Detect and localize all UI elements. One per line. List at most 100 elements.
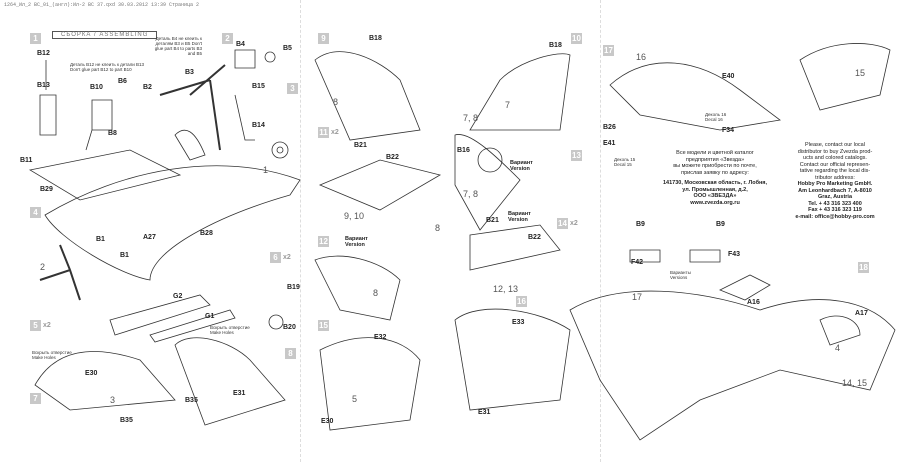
part-label: B1 bbox=[96, 236, 105, 243]
part-label: E30 bbox=[85, 370, 98, 377]
part-label: B26 bbox=[603, 124, 616, 131]
step-15: 15 bbox=[318, 320, 329, 331]
assembly-number: 14, 15 bbox=[842, 378, 868, 388]
step-16: 16 bbox=[516, 296, 527, 307]
assembly-number: 7 bbox=[505, 100, 511, 110]
part-label: B11 bbox=[20, 157, 33, 164]
part-label: B3 bbox=[185, 69, 194, 76]
part-label: B13 bbox=[37, 82, 50, 89]
part-label: B15 bbox=[252, 83, 265, 90]
step-4: 4 bbox=[30, 207, 41, 218]
note-holes: Вскрыть отверстие Make Holes bbox=[32, 350, 72, 360]
assembly-number: 17 bbox=[632, 292, 643, 302]
fold-line bbox=[600, 0, 601, 462]
wing-step16 bbox=[454, 308, 571, 411]
info-line: вы можете приобрести по почте, bbox=[673, 163, 757, 169]
flap-g2 bbox=[109, 294, 211, 336]
address-line: ул. Промышленная, д.2, bbox=[682, 186, 748, 193]
step-3: 3 bbox=[287, 83, 298, 94]
step-9: 9 bbox=[318, 33, 329, 44]
address-line: Am Leonhardbach 7, A-8010 bbox=[798, 187, 872, 194]
assembly-number: 9, 10 bbox=[344, 211, 365, 221]
file-header: 1264_Ил_2 ВС_01_(англ):Ил-2 ВС 37.qxd 30… bbox=[4, 2, 200, 8]
part-label: B18 bbox=[369, 35, 382, 42]
part-label: B18 bbox=[549, 42, 562, 49]
assembly-number: 16 bbox=[636, 52, 647, 62]
wheel bbox=[271, 141, 289, 159]
part-label: E41 bbox=[603, 140, 616, 147]
step-10: 10 bbox=[571, 33, 582, 44]
part-label: B10 bbox=[90, 84, 103, 91]
step-17: 17 bbox=[603, 45, 614, 56]
part-label: B20 bbox=[283, 324, 296, 331]
assembly-number: 8 bbox=[435, 223, 441, 233]
wing-step12 bbox=[314, 255, 401, 321]
info-line: ucts and colored catalogs. bbox=[803, 155, 867, 161]
address-line: ООО «ЗВЕЗДА» bbox=[693, 193, 737, 199]
assembly-number: 8 bbox=[373, 288, 379, 298]
part-label: E30 bbox=[321, 418, 334, 425]
part-label: F34 bbox=[722, 127, 735, 134]
step-6-mult: x2 bbox=[283, 254, 291, 261]
step-12: 12 bbox=[318, 236, 329, 247]
info-line: предприятия «Звезда» bbox=[685, 156, 745, 163]
step-14-mult: x2 bbox=[570, 220, 578, 227]
assembly-number: 7, 8 bbox=[463, 189, 479, 199]
step-5: 5 bbox=[30, 320, 41, 331]
part-label: E40 bbox=[722, 73, 735, 80]
step-13: 13 bbox=[571, 150, 582, 161]
note-variants: Варианты Versions bbox=[670, 270, 691, 280]
website-link[interactable]: www.zvezda.org.ru bbox=[690, 199, 740, 206]
note-b4: Деталь B4 не клеить к деталям B3 и B5 Do… bbox=[154, 36, 202, 56]
part-label: B6 bbox=[118, 78, 127, 85]
part-label: B1 bbox=[120, 252, 129, 259]
step-2: 2 bbox=[222, 33, 233, 44]
assembly-number: 3 bbox=[110, 395, 116, 405]
part-label: B9 bbox=[716, 221, 725, 228]
part-label: B5 bbox=[283, 45, 292, 52]
fuselage bbox=[44, 165, 301, 281]
part-label: G1 bbox=[205, 313, 215, 320]
wing-step15 bbox=[319, 337, 421, 431]
wheel-hub bbox=[276, 146, 284, 154]
info-line: distributor to buy Zvezda prod- bbox=[797, 148, 873, 155]
part-label: F42 bbox=[631, 259, 644, 266]
wing-left bbox=[34, 351, 176, 411]
part-label: B21 bbox=[354, 142, 367, 149]
step-11: 11 bbox=[318, 127, 329, 138]
landing-gear-strut bbox=[234, 94, 255, 141]
part-label: B4 bbox=[236, 41, 245, 48]
step-6: 6 bbox=[270, 252, 281, 263]
wing-step9 bbox=[314, 51, 421, 141]
assembly-number: 7, 8 bbox=[463, 113, 479, 123]
stabilizer-a17 bbox=[819, 315, 861, 346]
wing-step17 bbox=[609, 62, 781, 131]
section-title: СБОРКА / ASSEMBLING bbox=[52, 31, 158, 39]
email-link[interactable]: e-mail: office@hobby-pro.com bbox=[795, 213, 875, 220]
part-label: E31 bbox=[478, 409, 491, 416]
step-18: 18 bbox=[858, 262, 869, 273]
note-variant: Вариант Version bbox=[508, 211, 531, 223]
stabilizer-a16 bbox=[719, 274, 771, 301]
part-label: G2 bbox=[173, 293, 183, 300]
part-label: A27 bbox=[143, 234, 156, 241]
assembly-number: 15 bbox=[855, 68, 866, 78]
part-label: B19 bbox=[287, 284, 300, 291]
part-label: B28 bbox=[200, 230, 213, 237]
info-line: tative regarding the local dis- bbox=[799, 168, 871, 174]
cockpit-floor bbox=[28, 149, 182, 201]
assembly-number: 5 bbox=[352, 394, 358, 404]
step-7: 7 bbox=[30, 393, 41, 404]
info-line: прислав заявку по адресу: bbox=[681, 169, 749, 176]
phone: Tel. + 43 316 323 400 bbox=[808, 200, 862, 207]
propeller-hub-parts bbox=[234, 49, 276, 69]
assembly-number: 4 bbox=[835, 343, 841, 353]
radiator-variants bbox=[629, 249, 721, 263]
part-label: B29 bbox=[40, 186, 53, 193]
part-label: F43 bbox=[728, 251, 741, 258]
step-8: 8 bbox=[285, 348, 296, 359]
distributor-contact-info: Please, contact our local distributor to… bbox=[775, 142, 895, 220]
address-line: Hobby Pro Marketing GmbH. bbox=[797, 181, 873, 187]
propeller bbox=[159, 64, 226, 151]
